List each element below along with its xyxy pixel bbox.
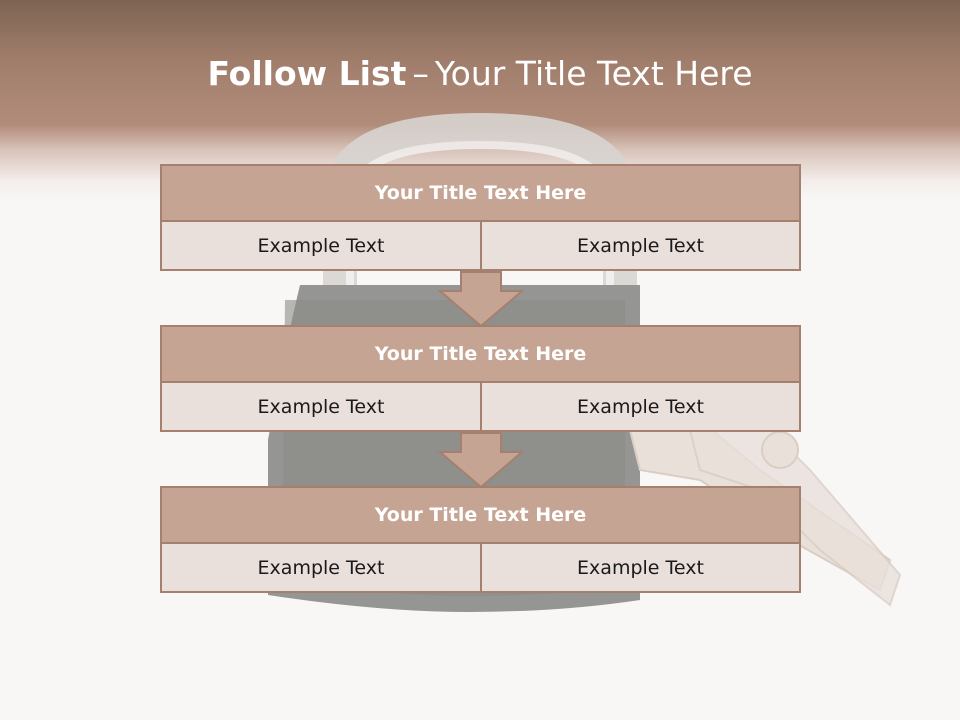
slide-title: Follow List–Your Title Text Here: [0, 52, 960, 96]
step-cell-right: Example Text: [480, 542, 801, 593]
step-title: Your Title Text Here: [160, 325, 801, 383]
step-cell-right: Example Text: [480, 220, 801, 271]
slide-title-bold: Follow List: [207, 54, 407, 93]
step-cell-left: Example Text: [160, 381, 482, 432]
down-arrow-icon: [438, 271, 524, 327]
step-title: Your Title Text Here: [160, 164, 801, 222]
slide-title-dash: –: [412, 54, 429, 93]
down-arrow-icon: [438, 432, 524, 488]
step-cell-left: Example Text: [160, 220, 482, 271]
slide-title-rest: Your Title Text Here: [434, 54, 753, 93]
step-cell-left: Example Text: [160, 542, 482, 593]
step-cell-right: Example Text: [480, 381, 801, 432]
step-title: Your Title Text Here: [160, 486, 801, 544]
